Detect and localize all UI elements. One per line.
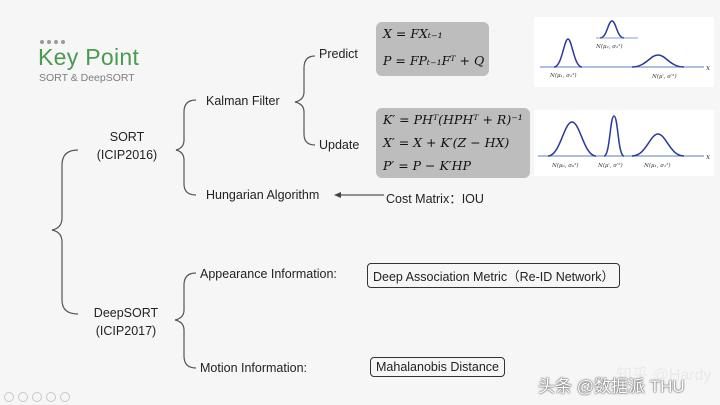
update-axis-label: x [706,153,710,161]
next-slide-icon[interactable] [18,392,28,402]
appearance-detail-box: Deep Association Metric（Re-ID Network） [367,263,621,288]
sort-node: SORT (ICIP2016) [92,128,162,164]
predict-formula-1: X = FXₜ₋₁ [383,26,443,41]
kalman-brace [294,55,316,146]
predict-label: Predict [319,47,358,61]
predict-distribution-plot: x N(μ₂, σ₂²) N(μ₁, σ₁²) N(μ′, σ′²) [534,17,714,87]
watermark: 头条 @数据派 THU [538,377,685,396]
zoom-icon[interactable] [46,392,56,402]
predict-label-nprime: N(μ′, σ′²) [651,73,677,80]
update-label-n1: N(μ₁, σ₁²) [643,162,671,169]
update-distribution-plot: x N(μ₀, σ₀²) N(μ′, σ′²) N(μ₁, σ₁²) [534,110,714,176]
predict-curve-1 [553,38,583,68]
update-label: Update [319,138,360,152]
deepsort-venue: (ICIP2017) [95,324,157,338]
predict-curve-2 [599,20,625,39]
predict-formula-2: P = FPₜ₋₁Fᵀ + Q [383,53,485,68]
pen-icon[interactable] [32,392,42,402]
hungarian-label: Hungarian Algorithm [206,188,320,202]
appearance-label: Appearance Information: [200,267,337,281]
kalman-filter-label: Kalman Filter [206,94,280,108]
cost-arrow-head [334,192,341,198]
update-curve-1 [547,121,597,157]
predict-label-n2: N(μ₂, σ₂²) [595,43,623,50]
update-label-nprime: N(μ′, σ′²) [597,162,623,169]
predict-curve-3 [631,54,685,68]
update-formula-2: X′ = X + K′(Z − HX) [383,135,510,150]
update-curve-2 [603,115,625,157]
slide-subtitle: SORT & DeepSORT [39,72,135,84]
predict-axis-label: x [706,64,710,72]
motion-label: Motion Information: [200,361,307,375]
main-brace [51,149,79,315]
update-curves-svg: x N(μ₀, σ₀²) N(μ′, σ′²) N(μ₁, σ₁²) [538,115,710,169]
slide-title: Key Point [38,44,140,70]
decorative-dots [40,40,65,44]
sort-brace [175,99,197,196]
menu-icon[interactable] [60,392,70,402]
update-formula-1: K′ = PHᵀ(HPHᵀ + R)⁻¹ [383,112,523,127]
update-formula-3: P′ = P − K′HP [383,158,471,173]
update-label-n0: N(μ₀, σ₀²) [551,162,579,169]
prev-slide-icon[interactable] [4,392,14,402]
predict-formula-box: X = FXₜ₋₁ P = FPₜ₋₁Fᵀ + Q [376,22,489,76]
deepsort-brace [174,272,197,369]
predict-label-n1: N(μ₁, σ₁²) [549,72,577,79]
predict-curves-svg: x N(μ₂, σ₂²) N(μ₁, σ₁²) N(μ′, σ′²) [540,20,710,80]
deepsort-label: DeepSORT [93,306,159,320]
sort-label: SORT [109,130,145,144]
sort-venue: (ICIP2016) [96,148,158,162]
cost-matrix-label: Cost Matrix：IOU [386,192,484,206]
update-curve-3 [631,133,685,157]
motion-detail-box: Mahalanobis Distance [370,357,505,377]
slide-controls[interactable] [4,392,70,402]
faint-watermark: 知乎 @Hardy [616,367,712,384]
update-formula-box: K′ = PHᵀ(HPHᵀ + R)⁻¹ X′ = X + K′(Z − HX)… [376,108,530,178]
deepsort-node: DeepSORT (ICIP2017) [86,304,166,340]
